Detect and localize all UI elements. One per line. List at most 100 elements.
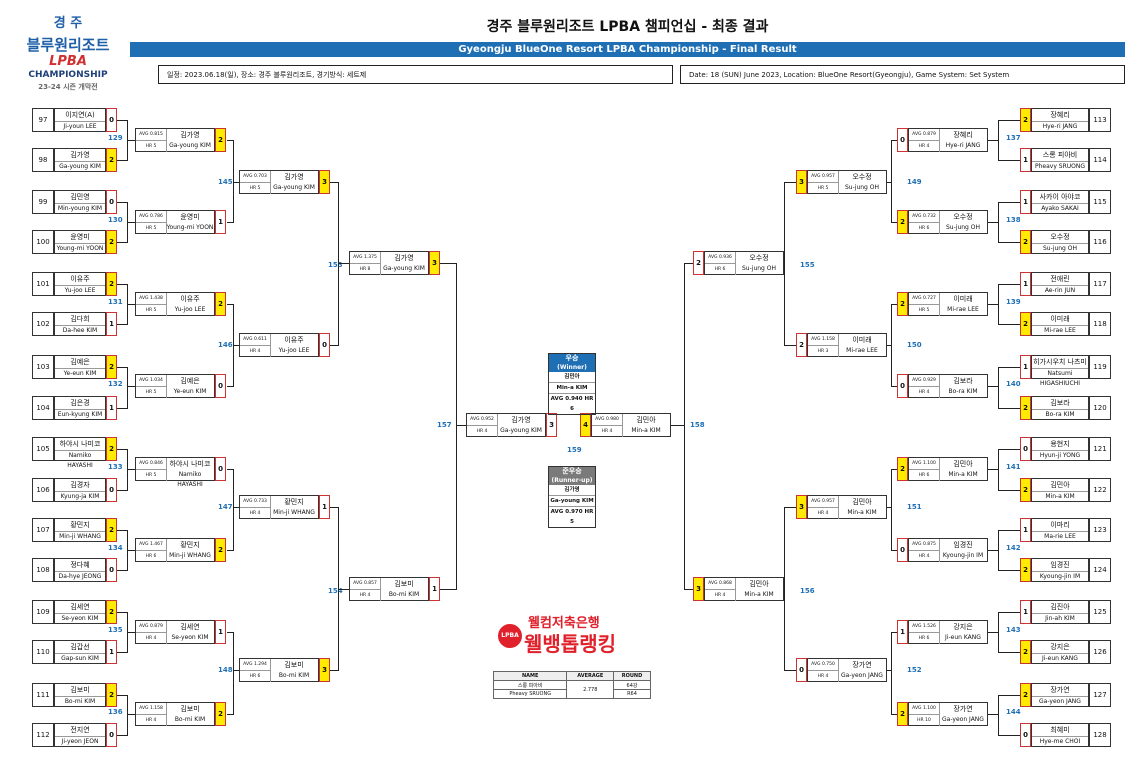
- logo-season: 23-24 시즌 개막전: [38, 83, 98, 91]
- bracket-line: [227, 222, 233, 223]
- match-average: AVG 0.703: [240, 171, 271, 183]
- score: 2: [1020, 108, 1031, 132]
- match-player-en: Mi-rae LEE: [947, 306, 979, 313]
- match-number: 151: [907, 503, 922, 511]
- bracket-line: [998, 570, 1020, 571]
- bracket-line: [127, 695, 128, 736]
- bracket-line: [117, 449, 127, 450]
- player-name-en: Min-ji WHANG: [55, 531, 105, 542]
- score: 0: [106, 723, 117, 747]
- bracket-line: [117, 324, 127, 325]
- match-player-ko: 김가영: [284, 173, 304, 181]
- match-number: 141: [1006, 463, 1021, 471]
- match-number: 140: [1006, 380, 1021, 388]
- match-average: AVG 0.868: [705, 578, 736, 590]
- seed-number: 108: [32, 558, 54, 582]
- event-logo: 경 주 블루원리조트 LPBA CHAMPIONSHIP 23-24 시즌 개막…: [8, 12, 128, 98]
- match-high-run: HR 4: [592, 426, 623, 437]
- match-player-ko: 장혜리: [953, 131, 973, 139]
- bracket-line: [891, 714, 897, 715]
- high-average-table: NAME AVERAGE ROUND 스롱 피아비 2.778 64강 Phea…: [492, 671, 651, 699]
- bracket-line: [988, 386, 998, 387]
- bracket-line: [784, 507, 785, 671]
- bracket-line: [117, 530, 127, 531]
- bracket-line: [887, 507, 891, 508]
- match-high-run: HR 5: [136, 141, 167, 152]
- player-name-en: Ga-young KIM: [55, 161, 105, 172]
- player-name-en: Young-mi YOON: [55, 243, 105, 252]
- col-average: AVERAGE: [566, 671, 614, 681]
- match-number: 135: [108, 626, 123, 634]
- score: 1: [1020, 148, 1031, 172]
- logo-event: CHAMPIONSHIP: [28, 70, 108, 80]
- score: 2: [106, 437, 117, 461]
- match-number: 133: [108, 463, 123, 471]
- bracket-line: [784, 670, 796, 671]
- player-name-ko: 김세연: [70, 603, 90, 611]
- match-player-en: Ga-yeon JANG: [942, 716, 984, 723]
- match-average: AVG 0.611: [240, 334, 271, 346]
- bracket-line: [456, 425, 466, 426]
- player-box: 이지연(A)Ji-youn LEE: [54, 108, 106, 132]
- bracket-line: [998, 408, 1020, 409]
- score: 0: [106, 558, 117, 582]
- match-score: 2: [215, 128, 226, 152]
- player-name-ko: 이유주: [70, 275, 90, 283]
- score: 2: [1020, 478, 1031, 502]
- player-name-ko: 용현지: [1050, 440, 1070, 448]
- match-average: AVG 0.957: [808, 171, 839, 183]
- match-score: 1: [215, 620, 226, 644]
- match-player-en: Min-ji WHANG: [273, 509, 315, 516]
- match-average: AVG 0.980: [592, 414, 623, 426]
- match-score: 2: [897, 210, 908, 234]
- match-high-run: HR 4: [467, 426, 498, 437]
- match-score: 0: [897, 128, 908, 152]
- player-name-ko: 이미래: [1050, 315, 1070, 323]
- bracket-line: [233, 469, 234, 551]
- seed-number: 115: [1089, 190, 1111, 214]
- score: 2: [1020, 396, 1031, 420]
- seed-number: 120: [1089, 396, 1111, 420]
- col-name: NAME: [492, 671, 568, 681]
- bracket-line: [227, 140, 233, 141]
- seed-number: 104: [32, 396, 54, 420]
- match-player-en: Ga-young KIM: [169, 142, 211, 149]
- bracket-line: [998, 202, 999, 243]
- match-average: AVG 1.100: [909, 703, 940, 715]
- bracket-line: [440, 589, 456, 590]
- player-name-ko: 김민아: [1050, 481, 1070, 489]
- seed-number: 107: [32, 518, 54, 542]
- bracket-line: [127, 632, 135, 633]
- bracket-line: [988, 140, 998, 141]
- match-high-run: HR 4: [808, 671, 839, 682]
- match-high-run: HR 10: [909, 715, 940, 726]
- match-average: AVG 1.375: [350, 252, 381, 264]
- player-name-ko: 윤영미: [70, 233, 90, 241]
- logo-resort: 블루원리조트: [26, 36, 110, 54]
- match-player-en: Yu-joo LEE: [278, 347, 310, 354]
- bracket-line: [117, 202, 127, 203]
- bracket-line: [988, 550, 998, 551]
- player-name-ko: 최혜미: [1050, 726, 1070, 734]
- final-match-number: 159: [567, 446, 582, 454]
- bracket-line: [988, 714, 998, 715]
- match-number: 147: [218, 503, 233, 511]
- bracket-line: [784, 345, 796, 346]
- bracket-line: [456, 263, 457, 590]
- bracket-line: [891, 469, 892, 551]
- match-high-run: HR 4: [136, 633, 167, 644]
- bracket-line: [998, 530, 999, 571]
